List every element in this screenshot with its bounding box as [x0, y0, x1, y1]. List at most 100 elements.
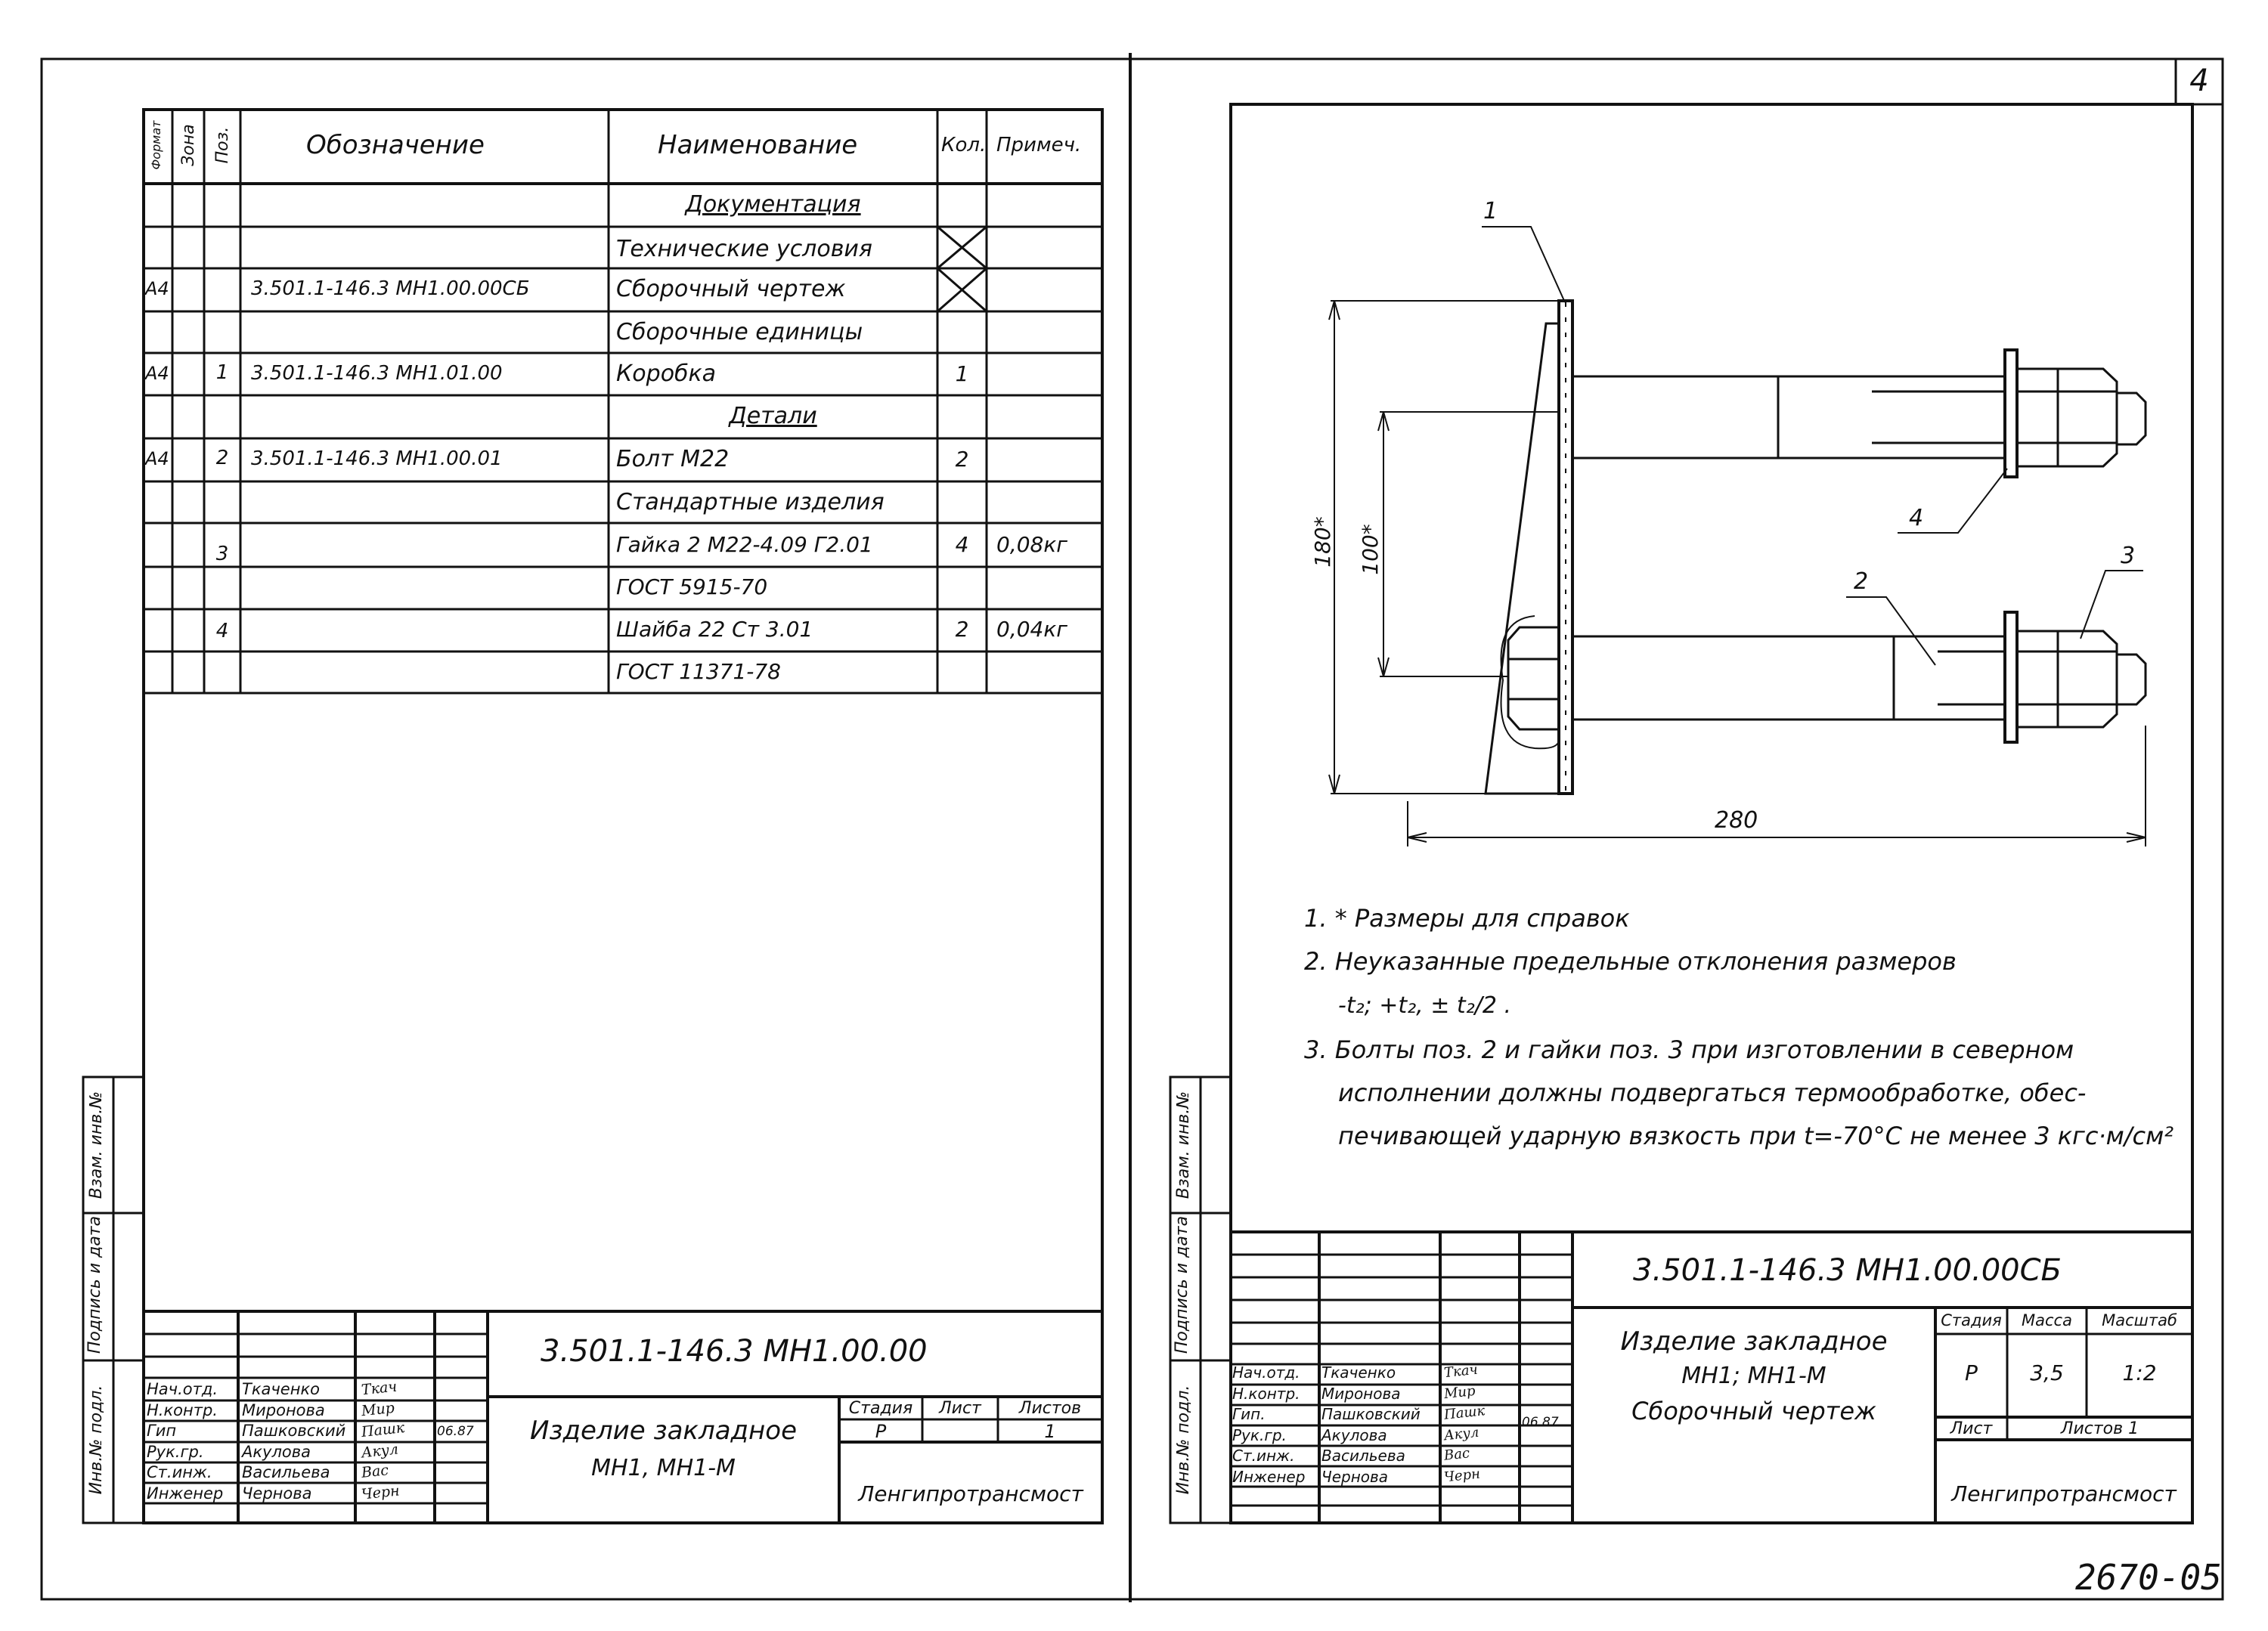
left-podpis-data-label: Подпись и дата	[85, 1215, 104, 1354]
person-role: Гип	[147, 1422, 177, 1440]
note-1: 1. * Размеры для справок	[1304, 904, 1630, 933]
upper-bolt-end	[2117, 392, 2147, 446]
header-format: Формат	[149, 120, 163, 170]
person-name: Миронова	[1321, 1384, 1401, 1403]
left-stadiya-label: Стадия	[848, 1399, 913, 1418]
row-10-poz: 4	[215, 620, 229, 642]
person-role: Инженер	[147, 1484, 224, 1503]
row-4-designation: 3.501.1-146.3 МН1.01.00	[251, 362, 503, 385]
row-assembly-units: Сборочные единицы	[616, 319, 863, 345]
row-11-name: ГОСТ 11371-78	[616, 659, 781, 684]
mounting-plate	[1557, 299, 1574, 795]
bolt-head	[1507, 626, 1560, 731]
person-name: Акулова	[1321, 1425, 1387, 1444]
person-name: Пашковский	[242, 1422, 346, 1440]
left-listov-value: 1	[1044, 1421, 1056, 1442]
right-listov-label: Листов 1	[2060, 1419, 2139, 1438]
person-signature: Акул	[1443, 1424, 1480, 1444]
row-6-poz: 2	[215, 447, 229, 469]
right-masshtab-label: Масштаб	[2102, 1311, 2177, 1329]
person-role: Нач.отд.	[147, 1380, 218, 1398]
note-3-line3: печивающей ударную вязкость при t=-70°C …	[1338, 1122, 2174, 1150]
callout-4: 4	[1909, 505, 1924, 531]
left-inner-frame	[142, 108, 1104, 1524]
row-10-note: 0,04кг	[996, 617, 1067, 642]
upper-washer	[2003, 348, 2019, 478]
person-role: Н.контр.	[147, 1400, 218, 1419]
note-2-tolerance: -t₂; +t₂, ± t₂/2 .	[1338, 992, 1511, 1019]
row-6-designation: 3.501.1-146.3 МН1.00.01	[251, 447, 503, 470]
person-role: Инженер	[1232, 1467, 1306, 1486]
right-massa-label: Масса	[2022, 1311, 2072, 1329]
row-section-details: Детали	[729, 403, 817, 429]
person-role: Рук.гр.	[1232, 1425, 1287, 1444]
left-date: 06.87	[437, 1424, 474, 1439]
right-vzam-inv-label: Взам. инв.№	[1174, 1091, 1193, 1199]
archive-number: 2670-05	[2075, 1557, 2222, 1598]
row-4-qty: 1	[955, 361, 969, 386]
right-title-line3: Сборочный чертеж	[1631, 1397, 1876, 1425]
right-organization: Ленгипротрансмост	[1951, 1481, 2177, 1506]
right-doc-code: 3.501.1-146.3 МН1.00.00СБ	[1633, 1253, 2062, 1288]
person-name: Миронова	[242, 1400, 325, 1419]
header-oboznachenie: Обозначение	[306, 130, 485, 160]
right-stadiya-value: Р	[1965, 1360, 1978, 1385]
note-2: 2. Неуказанные предельные отклонения раз…	[1304, 947, 1957, 976]
upper-nut	[2015, 367, 2118, 468]
callout-2: 2	[1854, 568, 1869, 595]
left-stadiya-value: Р	[875, 1421, 887, 1442]
row-standard-items: Стандартные изделия	[616, 489, 885, 515]
right-stadiya-label: Стадия	[1941, 1311, 2002, 1329]
callout-3: 3	[2121, 543, 2136, 569]
row-tech-conditions: Технические условия	[616, 236, 872, 262]
person-role: Рук.гр.	[147, 1442, 204, 1461]
row-6-qty: 2	[955, 447, 969, 472]
person-role: Н.контр.	[1232, 1384, 1300, 1403]
left-title-line2: МН1, МН1-М	[591, 1455, 736, 1481]
person-role: Гип.	[1232, 1405, 1266, 1423]
person-name: Ткаченко	[242, 1380, 320, 1398]
left-inv-podl-label: Инв.№ подл.	[87, 1385, 106, 1495]
header-primech: Примеч.	[996, 134, 1082, 156]
header-poz: Поз.	[213, 126, 232, 164]
person-name: Пашковский	[1321, 1405, 1421, 1423]
right-date: 06.87	[1522, 1415, 1559, 1430]
dim-180-label: 180*	[1310, 516, 1335, 568]
row-2-designation: 3.501.1-146.3 МН1.00.00СБ	[251, 277, 530, 300]
person-name: Чернова	[242, 1484, 312, 1503]
person-signature: Вас	[1442, 1445, 1471, 1464]
person-signature: Мир	[360, 1399, 395, 1419]
callout-3-leader	[2080, 570, 2143, 639]
person-role: Нач.отд.	[1232, 1363, 1300, 1382]
lower-washer	[2003, 611, 2019, 744]
left-listov-label: Листов	[1018, 1399, 1082, 1418]
right-inner-frame	[1229, 103, 2194, 1524]
row-4-name: Коробка	[616, 361, 717, 387]
lower-bolt-end	[2117, 653, 2147, 706]
row-10-qty: 2	[955, 617, 969, 642]
left-vzam-inv-label: Взам. инв.№	[87, 1091, 106, 1199]
header-naimenovanie: Наименование	[658, 130, 858, 160]
header-zona: Зона	[179, 124, 198, 166]
row-section-documentation: Документация	[685, 191, 861, 218]
right-inv-podl-label: Инв.№ подл.	[1174, 1385, 1193, 1495]
row-10-name: Шайба 22 Ст 3.01	[616, 617, 813, 642]
dim-100-label: 100*	[1358, 524, 1383, 575]
left-list-label: Лист	[939, 1399, 981, 1418]
right-title-line1: Изделие закладное	[1620, 1326, 1888, 1357]
row-4-poz: 1	[215, 361, 229, 384]
row-8-poz: 3	[215, 543, 229, 565]
sheet-number-box	[2174, 57, 2224, 106]
callout-1-leader	[1482, 226, 1566, 303]
right-masshtab-value: 1:2	[2122, 1360, 2157, 1385]
person-name: Васильева	[242, 1463, 330, 1481]
person-signature: Черн	[1443, 1465, 1481, 1485]
note-3-line2: исполнении должны подвергаться термообра…	[1338, 1079, 2087, 1107]
note-3-line1: 3. Болты поз. 2 и гайки поз. 3 при изгот…	[1304, 1035, 2074, 1064]
person-signature: Вас	[360, 1462, 389, 1481]
sheet-number: 4	[2189, 63, 2209, 98]
row-4-format: А4	[145, 363, 169, 384]
rib	[1484, 322, 1559, 795]
row-8-qty: 4	[955, 532, 969, 557]
person-signature: Черн	[360, 1481, 401, 1503]
